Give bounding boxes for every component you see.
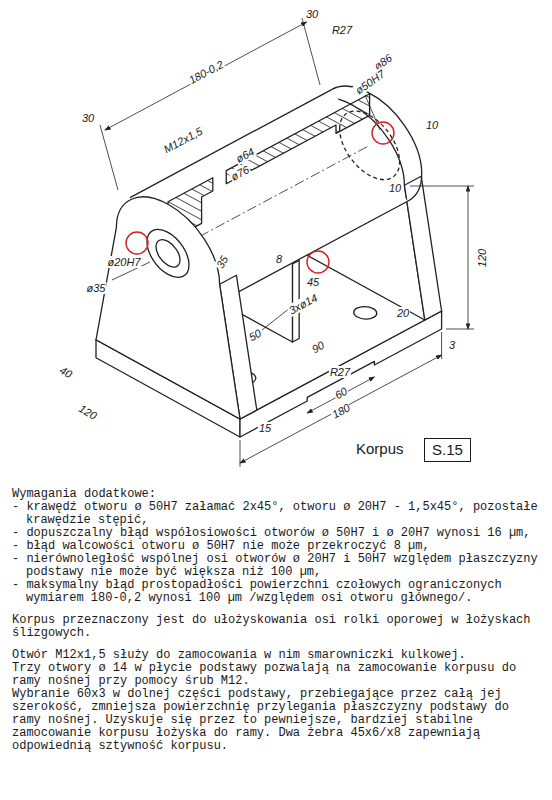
- note-text: - nierównoległość wspólnej osi otworów ø…: [12, 553, 542, 579]
- dimension-label: 120: [76, 402, 100, 423]
- dimension-label: 50: [246, 326, 264, 343]
- sheet-number-box: S.15: [424, 438, 471, 462]
- note-text: - maksymalny błąd prostopadłości powierz…: [12, 579, 542, 605]
- note-text: Wybranie 60x3 w dolnej części podstawy, …: [12, 688, 542, 753]
- dimension-label: R27: [329, 366, 351, 378]
- dimension-label: ø20H7: [106, 256, 141, 268]
- drawing-title: Korpus: [356, 440, 404, 457]
- dimension-label: ø76: [228, 163, 252, 183]
- dimension-label: 3xø14: [286, 291, 320, 317]
- sheet-number: S.15: [432, 441, 463, 459]
- dimension-label: 40: [57, 363, 75, 381]
- right-wall-edge: [404, 176, 441, 320]
- boss-body: [130, 90, 408, 310]
- dimension-label: 30: [81, 112, 95, 124]
- dimension-label: 120: [476, 248, 488, 268]
- dimension-label: 45: [306, 276, 320, 288]
- dimension-label: 35: [213, 253, 231, 271]
- section-cut: [168, 94, 370, 254]
- dimension-label: ø35: [86, 282, 107, 294]
- dimension-label: 20: [396, 307, 410, 319]
- dimension-label: 10: [425, 119, 439, 131]
- dimension-lines: [100, 18, 474, 467]
- note-text: Wymagania dodatkowe:: [12, 488, 542, 501]
- note-text: Korpus przeznaczony jest do ułożyskowani…: [12, 614, 542, 640]
- note-text: - dopuszczalny błąd współosiowości otwor…: [12, 527, 542, 540]
- dimension-label: 8: [275, 253, 283, 265]
- dimension-label: ø50H7: [352, 67, 388, 97]
- dimension-label: 3: [448, 339, 456, 351]
- note-text: - krawędź otworu ø 50H7 załamać 2x45°, o…: [12, 501, 542, 527]
- note-text: Trzy otwory ø 14 w płycie podstawy pozwa…: [12, 662, 542, 688]
- left-wall: [96, 165, 240, 419]
- dimension-label: 180-0,2: [186, 57, 226, 86]
- dimension-label: M12x1,5: [161, 124, 206, 155]
- dimension-label: 180: [329, 401, 353, 421]
- dimension-label: 60: [332, 384, 350, 401]
- dimension-label: R27: [331, 24, 353, 36]
- note-text: Otwór M12x1,5 służy do zamocowania w nim…: [12, 649, 542, 662]
- dimension-label: 30: [305, 8, 319, 20]
- red-marks: [126, 122, 394, 273]
- notes-block: Wymagania dodatkowe:- krawędź otworu ø 5…: [12, 488, 542, 753]
- note-text: - błąd walcowości otworu ø 50H7 nie może…: [12, 540, 542, 553]
- boss-end: [332, 72, 422, 209]
- dimension-label: 15: [258, 422, 272, 434]
- dimension-label: 90: [309, 338, 327, 355]
- dimension-label: 10: [388, 182, 402, 194]
